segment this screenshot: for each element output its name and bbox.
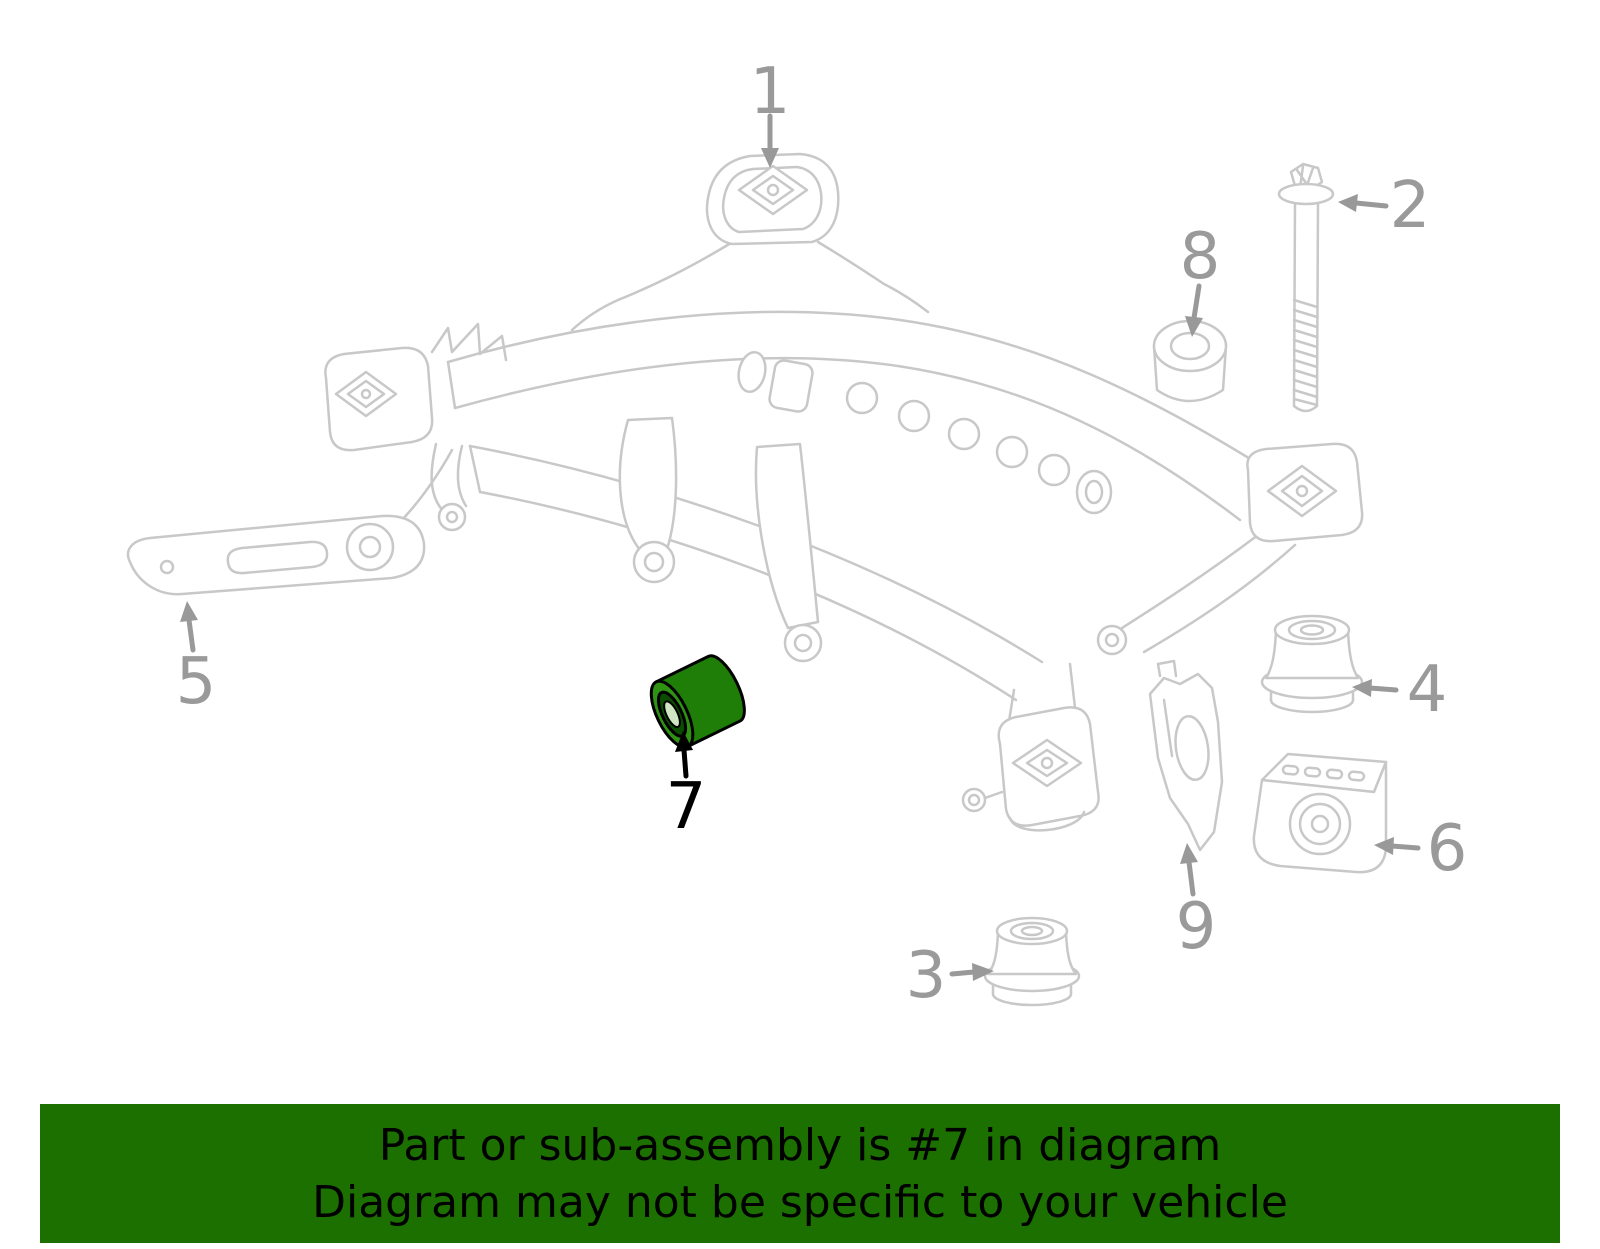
callout-arrow-5 [180, 601, 198, 653]
callout-arrow-7 [675, 731, 693, 779]
part-5-torque-arm [126, 448, 454, 596]
part-2-bolt [1277, 162, 1335, 413]
subframe-beams [446, 238, 1297, 742]
callout-8: 8 [1179, 220, 1221, 294]
callout-arrow-8 [1185, 283, 1203, 337]
part-8-spacer [1152, 319, 1228, 403]
lower-mount [961, 706, 1100, 832]
callout-arrow-6 [1374, 837, 1421, 855]
callout-4: 4 [1406, 653, 1448, 727]
part-7-bushing-highlighted [649, 654, 746, 749]
info-banner: Part or sub-assembly is #7 in diagram Di… [40, 1104, 1560, 1243]
callout-arrow-2 [1338, 194, 1389, 212]
part-6-bracket [1252, 752, 1388, 874]
left-mount [324, 322, 508, 532]
callout-arrow-3 [949, 963, 994, 981]
right-mount [1096, 442, 1364, 656]
callout-arrow-1 [761, 113, 779, 168]
part-1-top-mount [705, 152, 840, 246]
callout-3: 3 [905, 939, 947, 1013]
callout-2: 2 [1389, 169, 1431, 243]
part-4-bushing [1260, 614, 1364, 714]
part-3-bushing [983, 916, 1081, 1007]
callout-arrow-4 [1352, 679, 1399, 697]
part-9-shield [1148, 659, 1224, 852]
subframe-legs [618, 416, 823, 663]
callout-5: 5 [175, 645, 217, 719]
callout-arrows [180, 113, 1421, 981]
banner-line-1: Part or sub-assembly is #7 in diagram [378, 1119, 1222, 1171]
callout-arrow-9 [1180, 843, 1198, 897]
callout-9: 9 [1175, 890, 1217, 964]
callout-1: 1 [749, 55, 791, 129]
banner-line-2: Diagram may not be specific to your vehi… [312, 1176, 1288, 1228]
subframe-holes [737, 351, 1113, 515]
callout-7-highlighted: 7 [665, 770, 707, 844]
callout-6: 6 [1426, 812, 1468, 886]
